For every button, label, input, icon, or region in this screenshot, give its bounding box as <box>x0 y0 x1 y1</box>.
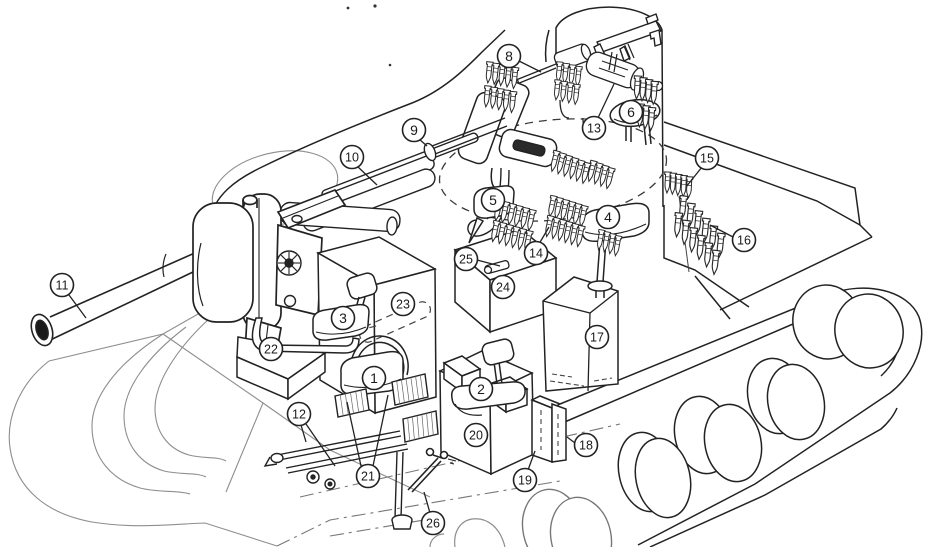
svg-text:4: 4 <box>604 209 612 225</box>
svg-text:8: 8 <box>505 48 513 64</box>
svg-text:16: 16 <box>737 234 751 248</box>
svg-text:1: 1 <box>370 370 378 386</box>
svg-text:20: 20 <box>469 429 483 443</box>
svg-text:25: 25 <box>459 253 473 267</box>
svg-text:12: 12 <box>292 408 306 422</box>
svg-text:13: 13 <box>587 122 601 136</box>
svg-text:26: 26 <box>426 517 440 531</box>
svg-text:17: 17 <box>590 331 604 345</box>
svg-text:2: 2 <box>477 381 485 397</box>
svg-text:19: 19 <box>518 474 532 488</box>
svg-text:14: 14 <box>529 247 543 261</box>
svg-text:9: 9 <box>410 122 418 138</box>
svg-text:18: 18 <box>579 439 593 453</box>
svg-text:11: 11 <box>56 279 69 293</box>
svg-text:24: 24 <box>496 281 510 295</box>
svg-text:10: 10 <box>345 151 359 165</box>
svg-text:22: 22 <box>264 343 278 357</box>
svg-text:5: 5 <box>489 192 497 208</box>
svg-text:3: 3 <box>339 310 347 326</box>
svg-text:15: 15 <box>700 152 714 166</box>
svg-text:6: 6 <box>627 104 635 120</box>
svg-text:23: 23 <box>396 298 410 312</box>
svg-text:21: 21 <box>361 470 375 484</box>
